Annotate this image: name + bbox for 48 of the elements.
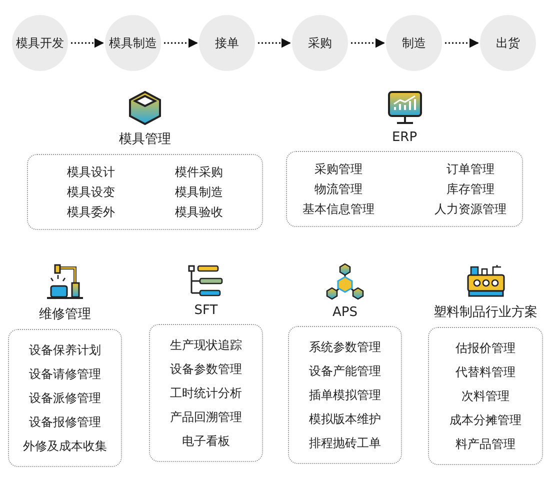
feature-item: 成本分摊管理 (450, 412, 522, 428)
dotted-arrow (164, 38, 198, 48)
feature-item: 设备请修管理 (28, 366, 102, 382)
module-title: 维修管理 (39, 306, 91, 323)
step-label: 出货 (496, 34, 520, 52)
feature-item: 产品回溯管理 (170, 408, 242, 426)
feature-item: 设备报修管理 (28, 414, 102, 430)
feature-item: 人力资源管理 (434, 200, 506, 218)
feature-item: 模具制造 (175, 184, 223, 200)
module-title: ERP (392, 130, 418, 145)
feature-item: 基本信息管理 (302, 200, 374, 218)
feature-item: 订单管理 (446, 160, 496, 178)
feature-item: 估报价管理 (454, 340, 516, 356)
feature-item: 设备派修管理 (28, 390, 102, 406)
step-label: 模具制造 (109, 34, 157, 52)
feature-item: 外修及成本收集 (23, 438, 107, 454)
feature-item: 模具验收 (175, 204, 223, 220)
dotted-arrow (258, 38, 291, 48)
feature-item: 模具委外 (67, 204, 115, 220)
step-label: 模具开发 (16, 34, 64, 52)
dotted-arrow (71, 38, 104, 48)
feature-item: 系统参数管理 (309, 338, 381, 356)
feature-item: 模具设计 (67, 164, 115, 180)
module-title: SFT (194, 303, 218, 318)
module-title: 塑料制品行业方案 (434, 304, 538, 321)
feature-item: 模拟版本维护 (309, 410, 381, 428)
feature-item: 模具设变 (67, 184, 115, 200)
feature-item: 库存管理 (446, 180, 496, 198)
feature-item: 设备产能管理 (309, 362, 381, 380)
feature-item: 物流管理 (314, 180, 364, 198)
feature-item: 料产品管理 (454, 436, 516, 452)
feature-item: 插单模拟管理 (309, 386, 381, 404)
feature-item: 工时统计分析 (170, 384, 242, 402)
dotted-arrow (351, 38, 385, 48)
step-label: 采购 (308, 34, 332, 52)
step-label: 制造 (402, 34, 426, 52)
feature-item: 电子看板 (181, 432, 231, 450)
step-label: 接单 (215, 34, 239, 52)
feature-item: 采购管理 (314, 160, 364, 178)
module-title: 模具管理 (119, 131, 171, 148)
feature-item: 代替料管理 (454, 364, 516, 380)
feature-item: 设备参数管理 (170, 360, 242, 378)
feature-item: 生产现状追踪 (170, 336, 242, 354)
feature-item: 排程抛砖工单 (309, 434, 381, 452)
feature-item: 模件采购 (175, 164, 223, 180)
feature-item: 设备保养计划 (28, 342, 102, 358)
feature-item: 次料管理 (460, 388, 510, 404)
module-title: APS (332, 305, 358, 320)
